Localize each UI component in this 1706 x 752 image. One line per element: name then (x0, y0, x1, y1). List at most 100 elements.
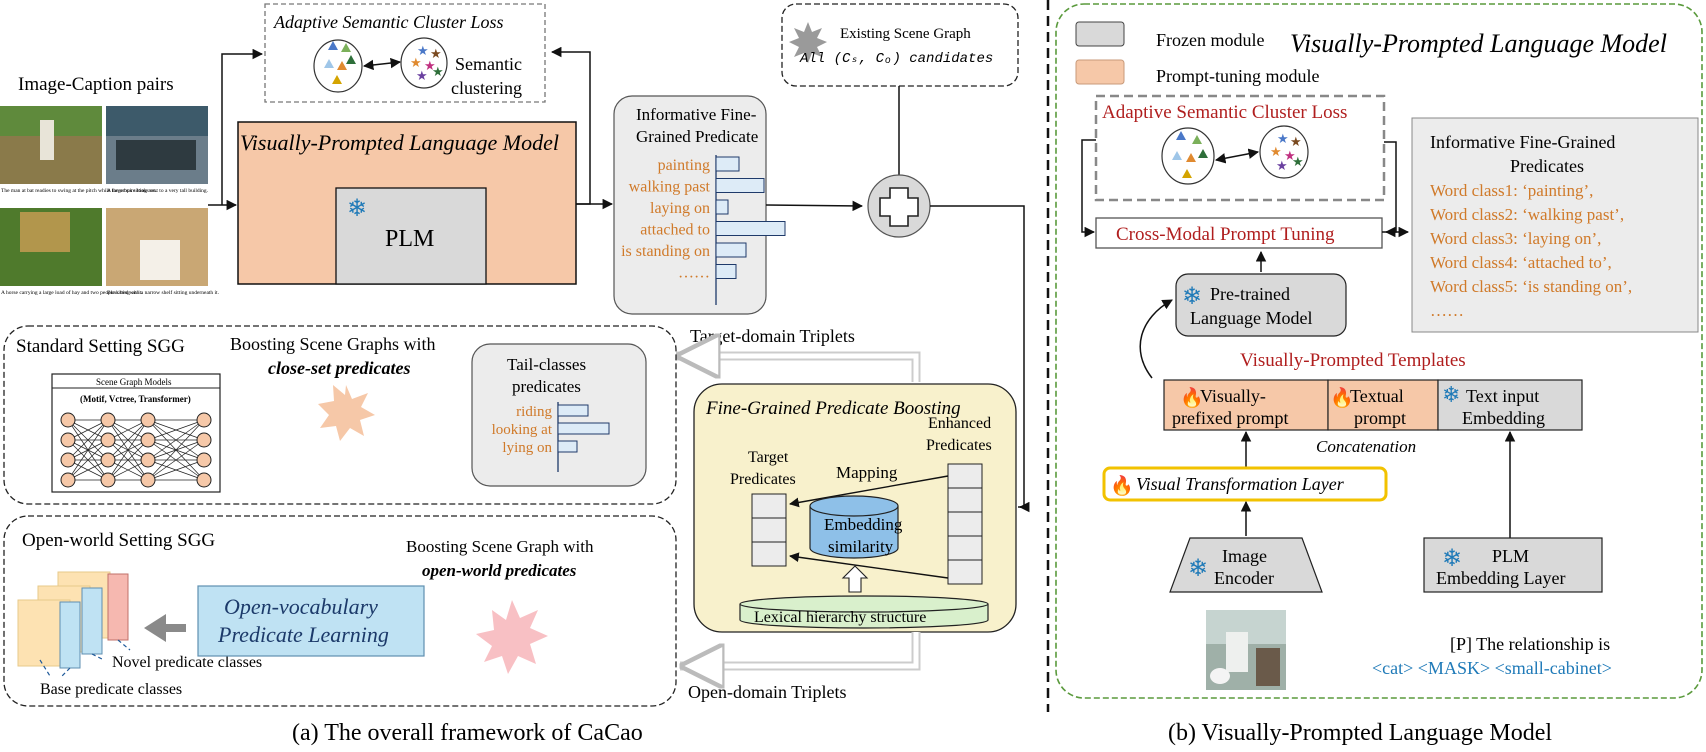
pretrained-lm-2: Language Model (1190, 308, 1312, 328)
nn-node (140, 412, 156, 428)
svg-text:★: ★ (1290, 134, 1302, 149)
caption-a: (a) The overall framework of CaCao (292, 720, 643, 746)
open-world-burst-icon (476, 600, 548, 674)
lexical-label: Lexical hierarchy structure (754, 609, 926, 626)
nn-node (100, 472, 116, 488)
triangle-glyphs-right (1172, 131, 1208, 178)
predicate-label: attached to (640, 222, 710, 239)
embedding-label-2: similarity (828, 537, 894, 556)
fire-icon: 🔥 (1180, 386, 1204, 409)
snowflake-icon: ❄ (347, 196, 367, 222)
image-encoder-2: Encoder (1214, 568, 1274, 588)
nn-node (60, 452, 76, 468)
plm-box (335, 187, 487, 285)
word-class-item: Word class4: ‘attached to’, (1430, 253, 1612, 272)
target-predicates-1: Target (748, 449, 789, 466)
word-class-item: …… (1430, 301, 1464, 320)
novel-classes-label: Novel predicate classes (112, 654, 262, 671)
text-input-box (1437, 379, 1583, 431)
predicate-bar (715, 242, 747, 258)
cluster-a-icon (313, 39, 363, 93)
concatenation-label: Concatenation (1316, 437, 1416, 456)
svg-text:★: ★ (417, 43, 429, 58)
plm-label: PLM (385, 226, 434, 252)
ascl-title-right: Adaptive Semantic Cluster Loss (1102, 102, 1347, 123)
semantic-label: Semantic (455, 54, 522, 74)
predicate-label: laying on (650, 200, 710, 217)
word-class-item: Word class2: ‘walking past’, (1430, 205, 1624, 224)
enhanced-predicates-stack (947, 463, 983, 585)
nn-node (100, 412, 116, 428)
svg-text:★: ★ (410, 55, 422, 70)
visually-prefixed-2: prefixed prompt (1172, 408, 1288, 428)
embedding-cylinder (809, 495, 899, 559)
legend-prompt-swatch (1075, 59, 1125, 85)
lexical-cylinder (739, 595, 989, 629)
boosting-open-line: Boosting Scene Graph with (406, 537, 594, 556)
pretrained-lm-box (1175, 273, 1347, 337)
image-thumbnails: The man at bat readies to swing at the p… (0, 106, 220, 296)
enhanced-predicates-2: Predicates (926, 437, 992, 454)
word-class-item: Word class1: ‘painting’, (1430, 181, 1593, 200)
nn-node (60, 412, 76, 428)
open-vocab-2: Predicate Learning (217, 622, 389, 647)
snowflake-icon: ❄ (1442, 382, 1460, 407)
caption-4: Bunk bed with a narrow shelf sitting und… (107, 289, 220, 296)
word-class-item: Word class5: ‘is standing on’, (1430, 277, 1632, 296)
caption-b: (b) Visually-Prompted Language Model (1168, 720, 1552, 746)
nn-node (140, 472, 156, 488)
tail-predicate-label: riding (516, 404, 552, 420)
visually-prefixed-1: Visually- (1200, 386, 1266, 406)
text-input-1: Text input (1466, 386, 1539, 406)
image-caption-title: Image-Caption pairs (18, 74, 174, 95)
open-world-label: open-world predicates (422, 561, 577, 580)
target-domain-label: Target-domain Triplets (690, 326, 855, 346)
predicate-label: painting (658, 157, 710, 174)
sg-models-title: Scene Graph Models (96, 377, 172, 387)
predicate-label: walking past (629, 179, 711, 196)
existing-sg-box (781, 3, 1019, 87)
snowflake-icon: ❄ (1442, 546, 1462, 572)
predicate-bar (715, 264, 737, 279)
caption-1: The man at bat readies to swing at the p… (1, 188, 158, 194)
caption-2: A large bus sitting next to a very tall … (107, 188, 209, 194)
legend-frozen-label: Frozen module (1156, 30, 1264, 50)
cmpt-box (1095, 217, 1383, 249)
informative-right-box (1411, 117, 1699, 333)
existing-sg-title: Existing Scene Graph (840, 26, 971, 42)
open-world-title: Open-world Setting SGG (22, 530, 215, 551)
left-arrow-icon (144, 614, 186, 642)
open-domain-label: Open-domain Triplets (688, 682, 847, 702)
enhanced-predicates-1: Enhanced (928, 415, 991, 432)
vplm-title-left: Visually-Prompted Language Model (240, 130, 559, 155)
standard-title: Standard Setting SGG (16, 336, 185, 357)
prompt-line-2: <cat> <MASK> <small-cabinet> (1372, 658, 1612, 678)
plm-embedding-box (1423, 537, 1603, 593)
open-vocab-box (197, 585, 425, 657)
svg-text:★: ★ (416, 68, 428, 83)
informative-title-2: Grained Predicate (636, 127, 758, 146)
ascl-title-left: Adaptive Semantic Cluster Loss (273, 12, 503, 32)
nn-node (196, 452, 212, 468)
word-class-item: Word class3: ‘laying on’, (1430, 229, 1601, 248)
triangle-glyphs-left (324, 41, 356, 84)
sg-models-sub: (Motif, Vctree, Transformer) (80, 394, 191, 404)
nn-node (140, 432, 156, 448)
tail-predicate-bar (557, 404, 589, 417)
plus-icon (879, 187, 919, 227)
tail-predicate-bar (557, 422, 610, 435)
snowflake-icon: ❄ (1182, 284, 1202, 310)
legend-frozen-swatch (1075, 21, 1125, 47)
right-title: Visually-Prompted Language Model (1290, 29, 1667, 58)
close-set-label: close-set predicates (268, 358, 410, 378)
legend-prompt-label: Prompt-tuning module (1156, 66, 1320, 86)
vtl-box (1102, 466, 1388, 502)
ascl-box-right (1094, 94, 1386, 202)
cluster-d-icon (1259, 125, 1309, 179)
svg-text:★: ★ (1276, 158, 1288, 173)
base-classes-label: Base predicate classes (40, 681, 182, 698)
tail-predicate-label: lying on (502, 440, 552, 456)
nn-node (140, 452, 156, 468)
neural-network-icon (60, 412, 212, 488)
textual-prompt-2: prompt (1354, 408, 1406, 428)
